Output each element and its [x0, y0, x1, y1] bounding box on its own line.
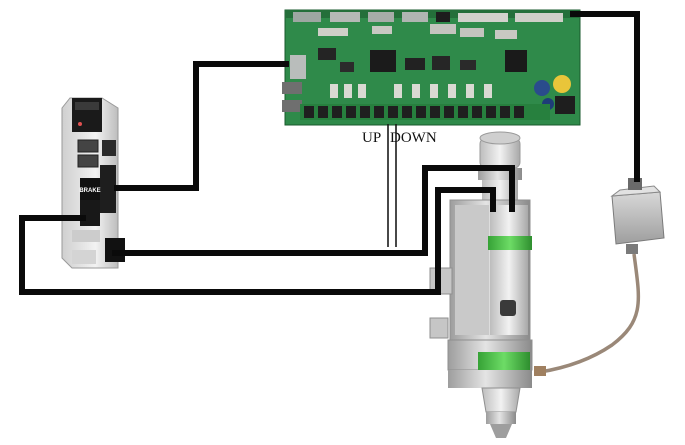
wire-board-to-preamp: [570, 11, 640, 182]
wire-servo-loop-to-head: [19, 187, 496, 295]
brake-label: BRAKE: [79, 188, 100, 194]
servo-driver: BRAKE: [61, 97, 125, 269]
up-label: UP: [362, 130, 381, 146]
controller-board: [282, 9, 581, 126]
preamplifier: [610, 178, 665, 254]
coax-cable: [539, 253, 641, 374]
down-label: DOWN: [390, 130, 437, 146]
wire-servo-to-head: [112, 165, 515, 256]
up-down-signal-wires: [387, 124, 397, 247]
coax-connector: [534, 366, 546, 376]
laser-cutting-head: [429, 131, 533, 438]
wire-board-to-servo: [114, 61, 289, 191]
wiring: [19, 11, 640, 295]
